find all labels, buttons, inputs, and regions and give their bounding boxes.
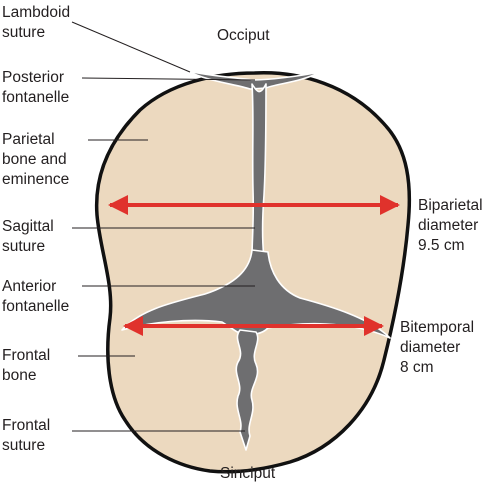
posterior-fontanelle-label: Posterior fontanelle: [2, 69, 70, 106]
sinciput-label: Sinciput: [220, 465, 276, 482]
frontal-suture-label: Frontal suture: [2, 417, 51, 454]
parietal-bone-label: Parietal bone and eminence: [2, 131, 70, 188]
sagittal-suture-label: Sagittal suture: [2, 218, 54, 255]
lambdoid-leader: [71, 21, 191, 73]
leader-lines: [71, 21, 256, 432]
frontal-bone-label: Frontal bone: [2, 347, 51, 384]
biparietal-diameter-label: Biparietal diameter 9.5 cm: [418, 197, 483, 254]
frontal-suture-shape: [235, 329, 259, 451]
anterior-fontanelle-label: Anterior fontanelle: [2, 278, 70, 315]
posterior-fontanelle-leader: [81, 77, 256, 81]
lambdoid-suture-label: Lambdoid suture: [2, 4, 71, 41]
occiput-label: Occiput: [217, 27, 270, 44]
bitemporal-diameter-label: Bitemporal diameter 8 cm: [400, 319, 475, 376]
